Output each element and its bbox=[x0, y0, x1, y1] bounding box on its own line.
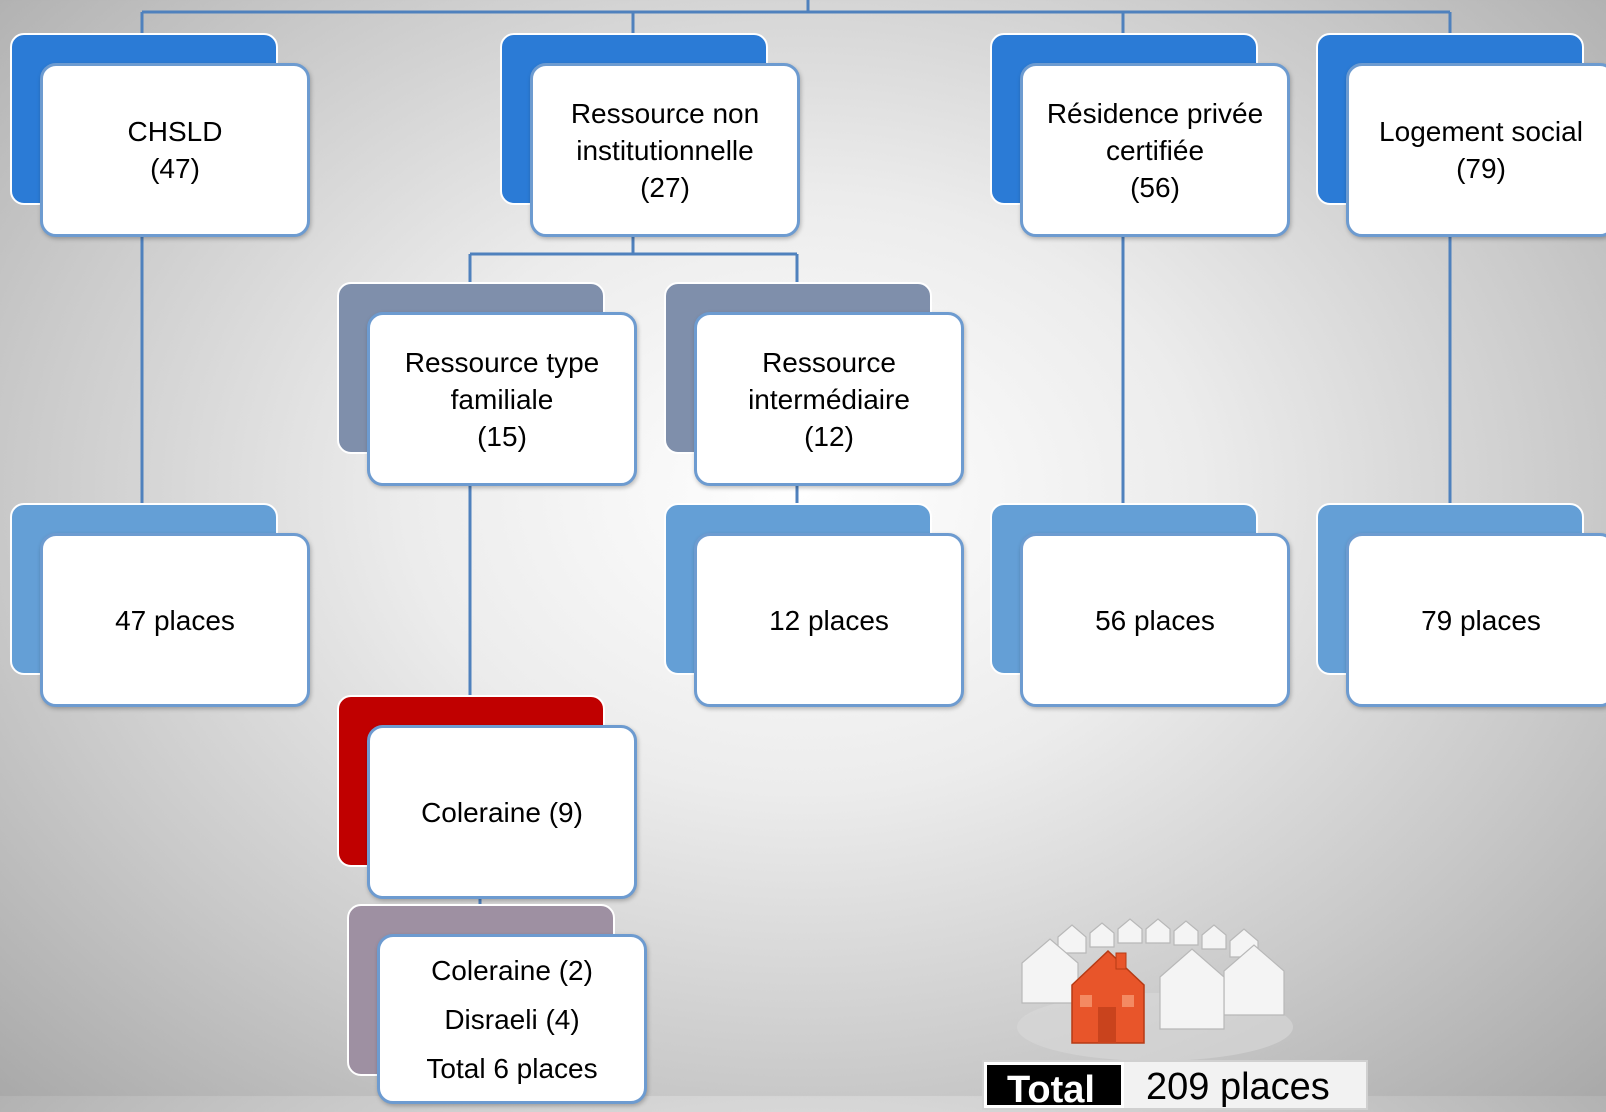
total-label: Total bbox=[984, 1062, 1124, 1111]
total-value: 209 places bbox=[1146, 1066, 1330, 1108]
highlight-house bbox=[1071, 949, 1145, 1044]
total-box: Total 209 places bbox=[982, 1060, 1368, 1111]
houses-icon bbox=[1017, 918, 1293, 1061]
